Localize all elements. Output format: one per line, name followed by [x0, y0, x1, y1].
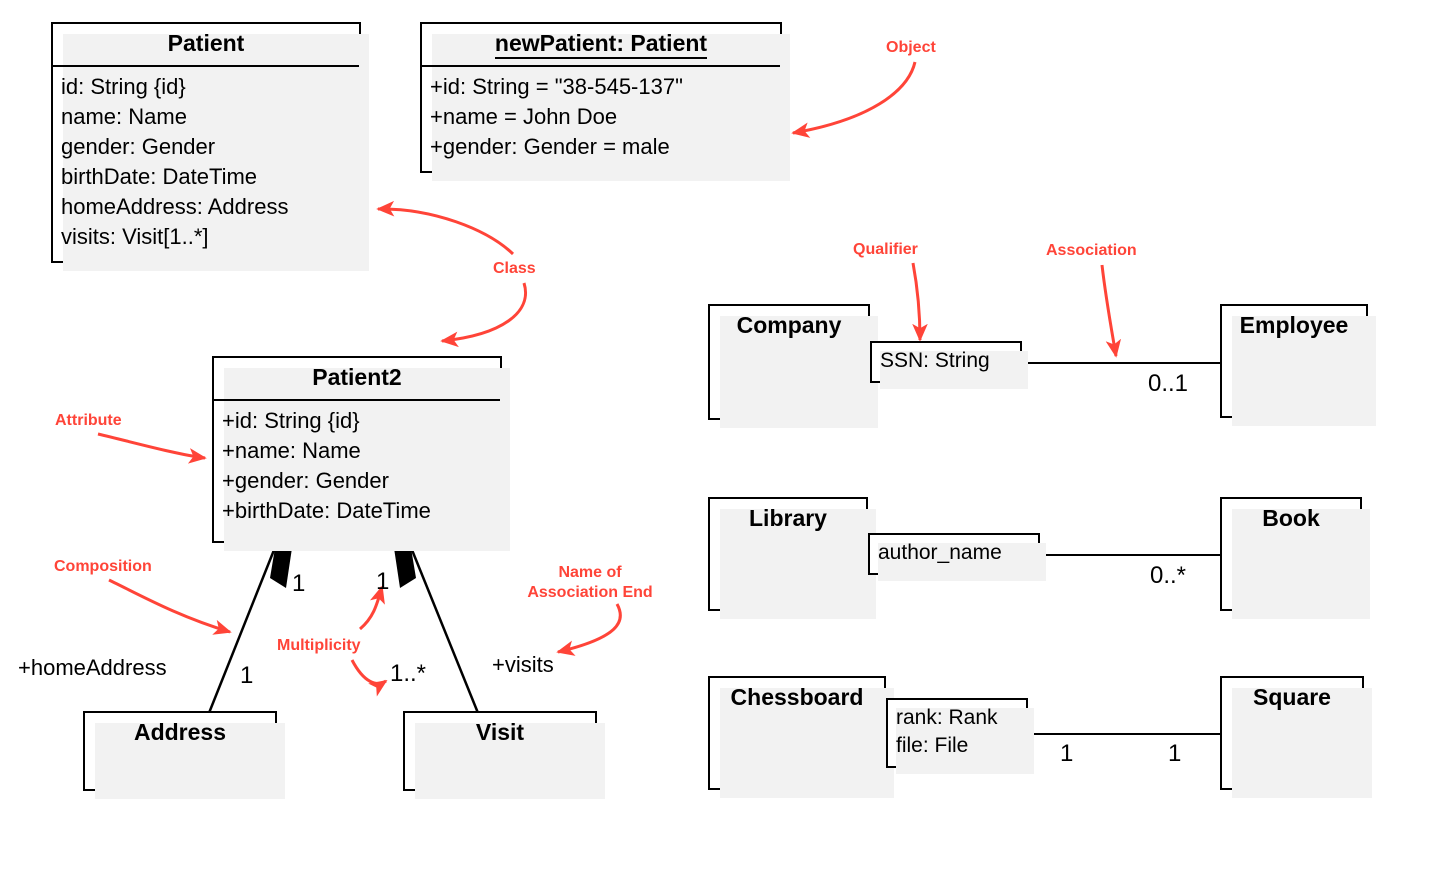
qualifier-box-chessboard[interactable]: rank: Rank file: File: [886, 698, 1034, 774]
divider: [53, 64, 359, 67]
annotation-association: Association: [1046, 242, 1137, 259]
class-box-employee[interactable]: Employee: [1220, 304, 1376, 426]
class-box-patient[interactable]: Patient id: String {id} name: Name gende…: [51, 22, 369, 271]
class-box-visit[interactable]: Visit: [403, 711, 605, 799]
attribute-row: +birthDate: DateTime: [222, 498, 431, 524]
class-box-patient2[interactable]: Patient2 +id: String {id} +name: Name +g…: [212, 356, 510, 551]
qualifier-text-file: file: File: [896, 733, 969, 757]
annotation-object: Object: [886, 39, 936, 56]
multiplicity-square: 1: [1168, 740, 1182, 767]
annotation-multiplicity: Multiplicity: [277, 637, 361, 654]
object-box-new-patient[interactable]: newPatient: Patient +id: String = "38-54…: [420, 22, 790, 181]
attribute-row: id: String {id}: [61, 73, 186, 99]
attribute-row: gender: Gender: [61, 134, 216, 159]
slot-row: +gender: Gender = male: [430, 134, 670, 159]
multiplicity-patient2-address: 1: [292, 570, 306, 597]
class-attributes-patient: id: String {id} name: Name gender: Gende…: [53, 67, 359, 260]
class-box-chessboard[interactable]: Chessboard: [708, 676, 894, 798]
class-title-chessboard: Chessboard: [730, 684, 864, 710]
attribute-row: +id: String {id}: [222, 407, 360, 433]
annotation-class: Class: [493, 260, 536, 277]
arrow-class-to-patient2: [440, 282, 527, 348]
annotation-line-1: Name of: [558, 564, 622, 581]
multiplicity-address: 1: [240, 662, 254, 689]
divider: [422, 64, 780, 67]
class-title-employee: Employee: [1239, 312, 1349, 338]
divider: [214, 398, 500, 401]
class-attributes-patient2: +id: String {id} +name: Name +gender: Ge…: [214, 401, 500, 534]
attribute-row: visits: Visit[1..*]: [61, 224, 209, 250]
multiplicity-visit: 1..*: [390, 660, 427, 687]
attribute-row: birthDate: DateTime: [61, 164, 258, 190]
arrow-composition: [108, 578, 232, 635]
class-box-address[interactable]: Address: [83, 711, 285, 799]
arrow-association: [1100, 264, 1122, 358]
annotation-name-of-association-end: Name of Association End: [512, 563, 668, 603]
arrow-qualifier: [911, 262, 928, 342]
class-title-address: Address: [133, 719, 227, 745]
arrow-name-of-association-end: [556, 603, 622, 656]
class-box-square[interactable]: Square: [1220, 676, 1372, 798]
multiplicity-employee: 0..1: [1148, 370, 1189, 397]
qualifier-text-rank: rank: Rank: [896, 706, 998, 729]
class-title-library: Library: [749, 505, 827, 531]
arrow-attribute: [97, 432, 207, 464]
qualifier-text: SSN: String: [880, 349, 990, 372]
annotation-qualifier: Qualifier: [853, 241, 918, 258]
arrow-object: [791, 61, 917, 138]
slot-row: +id: String = "38-545-137": [430, 73, 683, 99]
arrow-multiplicity-lower: [350, 659, 388, 697]
attribute-row: +gender: Gender: [222, 468, 389, 493]
annotation-attribute: Attribute: [55, 412, 122, 429]
class-box-library[interactable]: Library: [708, 497, 876, 619]
slot-row: +name = John Doe: [430, 103, 618, 129]
multiplicity-chessboard: 1: [1060, 740, 1074, 767]
class-box-company[interactable]: Company: [708, 304, 878, 428]
attribute-row: name: Name: [61, 103, 187, 129]
class-box-book[interactable]: Book: [1220, 497, 1370, 619]
association-line-library-book: [1040, 554, 1220, 556]
class-title-visit: Visit: [475, 719, 525, 745]
association-end-home-address: +homeAddress: [18, 655, 167, 680]
class-title-patient: Patient: [167, 30, 245, 56]
multiplicity-patient2-visit: 1: [376, 568, 390, 595]
attribute-row: +name: Name: [222, 437, 361, 463]
qualifier-text: author_name: [878, 541, 1002, 564]
association-line-company-employee: [1022, 362, 1220, 364]
class-title-square: Square: [1253, 684, 1331, 710]
class-title-patient2: Patient2: [312, 364, 402, 390]
class-title-company: Company: [736, 312, 842, 338]
object-title-new-patient: newPatient: Patient: [422, 24, 780, 65]
attribute-row: homeAddress: Address: [61, 194, 289, 220]
association-line-chessboard-square: [1028, 733, 1220, 735]
arrow-class-to-patient: [376, 200, 515, 256]
qualifier-box-company-ssn[interactable]: SSN: String: [870, 341, 1028, 389]
annotation-composition: Composition: [54, 558, 152, 575]
qualifier-box-library-author[interactable]: author_name: [868, 533, 1046, 581]
association-end-visits: +visits: [492, 652, 554, 677]
class-title-book: Book: [1262, 505, 1320, 531]
annotation-line-2: Association End: [527, 584, 653, 601]
object-slots-new-patient: +id: String = "38-545-137" +name = John …: [422, 67, 780, 169]
multiplicity-book: 0..*: [1150, 562, 1187, 589]
